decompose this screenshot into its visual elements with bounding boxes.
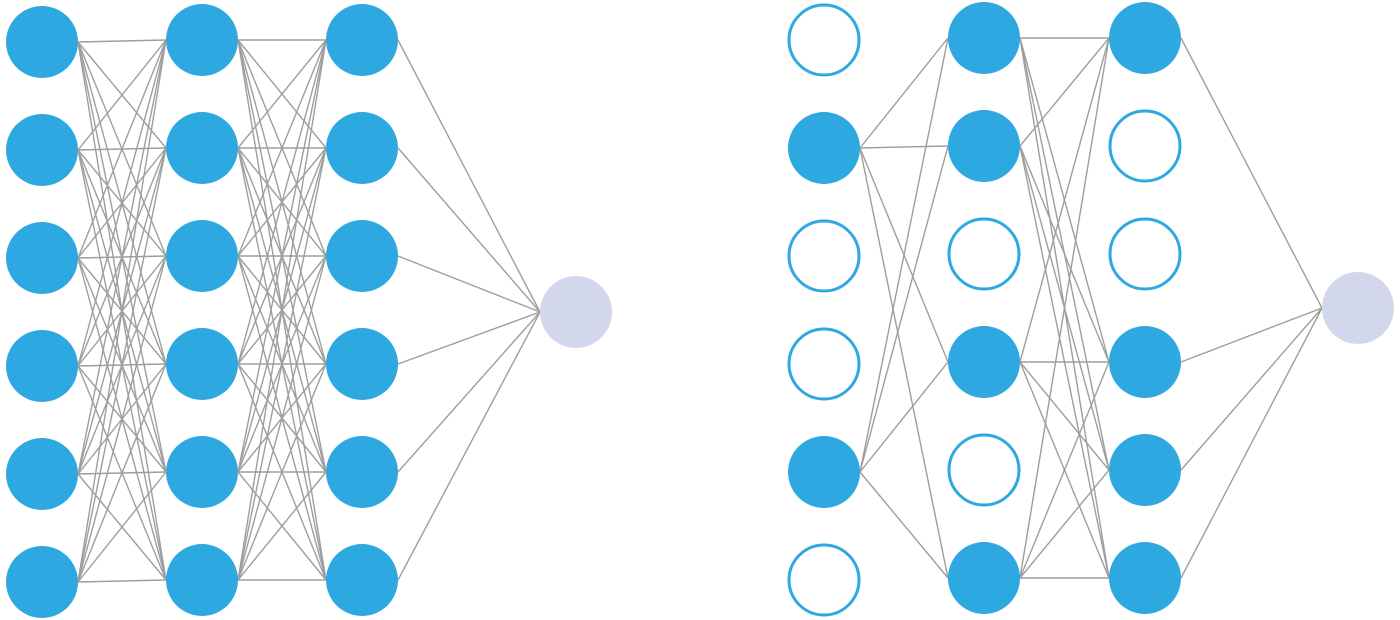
connection-line: [77, 39, 167, 367]
connection-line: [859, 37, 949, 149]
connection-line: [1019, 361, 1110, 579]
connection-line: [77, 363, 167, 583]
active-neuron: [326, 4, 398, 76]
connection-line: [237, 147, 327, 581]
active-neuron: [1109, 2, 1181, 74]
connection-line: [859, 361, 949, 473]
connection-line: [237, 39, 327, 365]
active-neuron: [326, 112, 398, 184]
output-connection-line: [397, 39, 541, 313]
standard-network-neurons: [6, 4, 612, 618]
connection-line: [859, 37, 949, 473]
connection-line: [237, 471, 327, 581]
connection-line: [859, 145, 949, 149]
connection-line: [237, 39, 327, 149]
dropout-neural-network: [787, 2, 1394, 617]
active-neuron: [948, 326, 1020, 398]
active-neuron: [166, 4, 238, 76]
active-neuron: [948, 2, 1020, 74]
output-connection-line: [397, 147, 541, 313]
connection-line: [77, 39, 167, 475]
dropped-neuron: [787, 327, 861, 401]
connection-line: [237, 363, 327, 581]
active-neuron: [788, 436, 860, 508]
output-connection-line: [397, 255, 541, 313]
standard-network-connections: [77, 39, 541, 583]
connection-line: [237, 255, 327, 581]
connection-line: [1019, 145, 1110, 363]
output-connection-line: [1180, 37, 1323, 309]
connection-line: [77, 39, 167, 259]
dropped-neuron: [787, 219, 861, 293]
connection-line: [237, 39, 327, 581]
dropped-neuron: [787, 3, 861, 77]
active-neuron: [788, 112, 860, 184]
output-neuron: [1322, 272, 1394, 344]
connection-line: [1019, 469, 1110, 579]
active-neuron: [326, 220, 398, 292]
connection-line: [77, 471, 167, 583]
standard-neural-network: [6, 4, 612, 618]
active-neuron: [326, 328, 398, 400]
connection-line: [77, 147, 167, 583]
connection-line: [77, 39, 167, 43]
active-neuron: [6, 546, 78, 618]
active-neuron: [166, 436, 238, 508]
connection-line: [77, 39, 167, 583]
dropout-network-connections: [859, 37, 1323, 579]
active-neuron: [166, 544, 238, 616]
dropped-neuron: [1108, 217, 1182, 291]
output-connection-line: [1180, 307, 1323, 363]
active-neuron: [326, 544, 398, 616]
dropped-neuron: [1108, 109, 1182, 183]
active-neuron: [1109, 542, 1181, 614]
output-connection-line: [397, 311, 541, 473]
output-neuron: [540, 276, 612, 348]
connection-line: [859, 145, 949, 473]
active-neuron: [326, 436, 398, 508]
dropped-neuron: [947, 217, 1021, 291]
active-neuron: [6, 222, 78, 294]
connection-line: [1019, 37, 1110, 147]
connection-line: [859, 147, 949, 579]
output-connection-line: [397, 311, 541, 365]
connection-line: [237, 39, 327, 257]
output-connection-line: [1180, 307, 1323, 579]
active-neuron: [6, 114, 78, 186]
active-neuron: [948, 110, 1020, 182]
dropout-network-neurons: [787, 2, 1394, 617]
dropped-neuron: [787, 543, 861, 617]
active-neuron: [1109, 326, 1181, 398]
connection-line: [237, 39, 327, 473]
output-connection-line: [1180, 307, 1323, 471]
active-neuron: [948, 542, 1020, 614]
dropped-neuron: [947, 433, 1021, 507]
active-neuron: [6, 438, 78, 510]
connection-line: [77, 579, 167, 583]
connection-line: [1019, 361, 1110, 471]
active-neuron: [166, 328, 238, 400]
connection-line: [77, 39, 167, 151]
active-neuron: [6, 330, 78, 402]
active-neuron: [166, 112, 238, 184]
connection-line: [77, 255, 167, 583]
connection-line: [859, 471, 949, 579]
connection-line: [1019, 37, 1110, 579]
output-connection-line: [397, 311, 541, 581]
connection-line: [1019, 37, 1110, 363]
active-neuron: [6, 6, 78, 78]
active-neuron: [1109, 434, 1181, 506]
active-neuron: [166, 220, 238, 292]
